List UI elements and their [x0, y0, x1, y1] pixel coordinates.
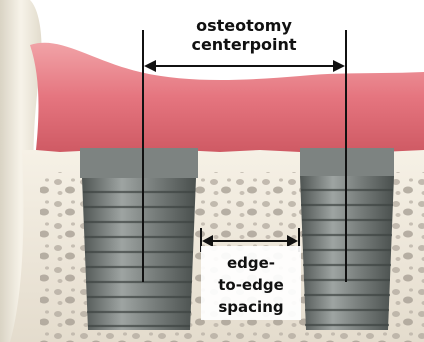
spacing-label-line1: edge-: [201, 252, 301, 274]
spacing-label-line3: spacing: [201, 296, 301, 318]
spacing-label-line2: to-edge: [201, 274, 301, 296]
centerpoint-label-line1: osteotomy: [154, 18, 334, 34]
left-implant: [80, 148, 198, 330]
osteotomy-centerpoint-label: osteotomy centerpoint: [152, 16, 336, 55]
edge-to-edge-spacing-label: edge- to-edge spacing: [201, 246, 301, 320]
centerpoint-label-line2: centerpoint: [154, 37, 334, 53]
